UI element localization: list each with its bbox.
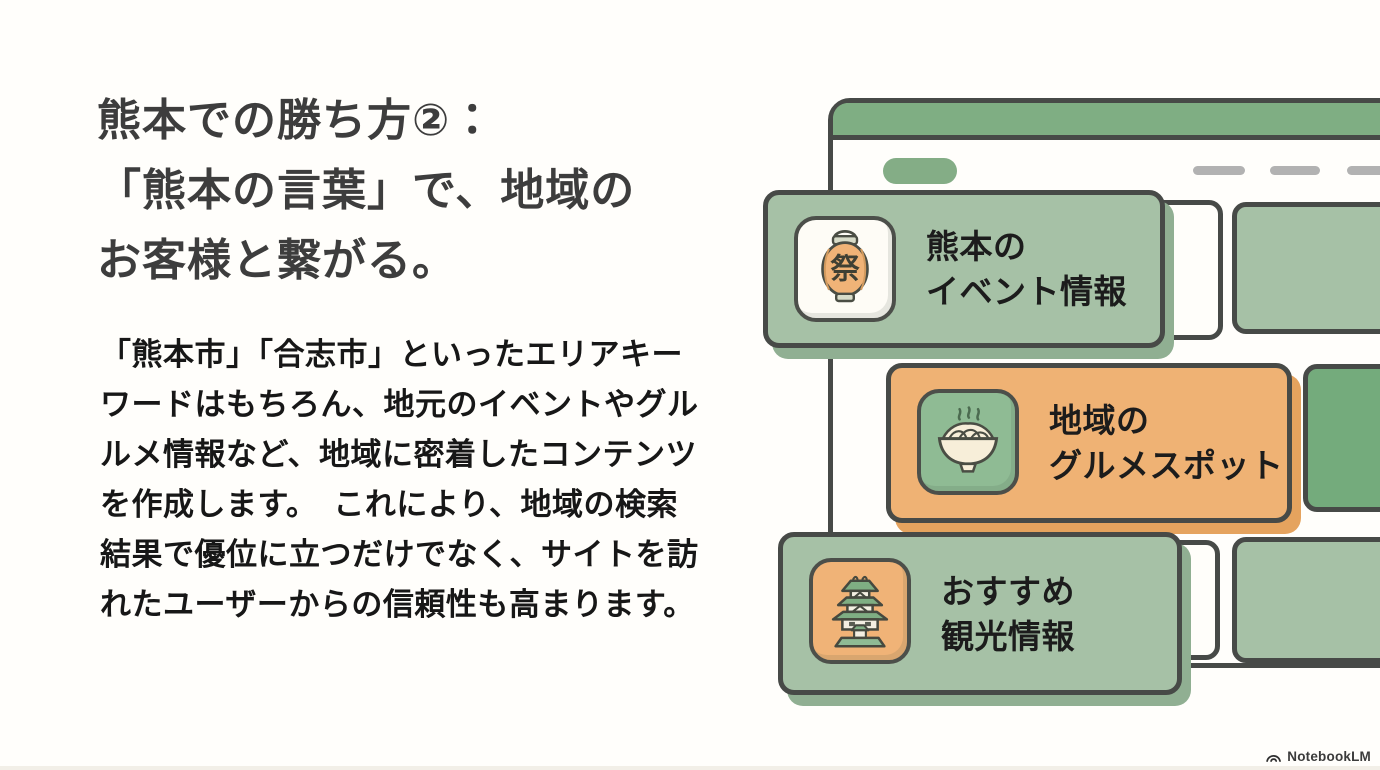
festival-lantern-icon: 祭: [794, 216, 896, 322]
card-label-line: おすすめ: [941, 572, 1075, 610]
body-line: ワードはもちろん、地元のイベントやグル: [100, 387, 699, 422]
bottom-edge-strip: [0, 766, 1380, 770]
card-kumamoto-events: 祭 熊本の イベント情報: [763, 190, 1165, 348]
card-label-line: 観光情報: [941, 617, 1075, 655]
card-label-line: 地域の: [1049, 402, 1150, 439]
title-line: お客様と繋がる。: [97, 236, 457, 285]
card-label: 熊本の イベント情報: [926, 224, 1127, 314]
card-recommended-sightseeing: おすすめ 観光情報: [778, 532, 1182, 695]
nav-dash-placeholder: [1193, 166, 1245, 175]
slide-body-text: 「熊本市」「合志市」といったエリアキー ワードはもちろん、地元のイベントやグル …: [100, 330, 699, 630]
card-label: 地域の グルメスポット: [1049, 398, 1284, 488]
notebooklm-watermark: NotebookLM: [1265, 749, 1371, 764]
logo-placeholder-pill: [883, 158, 957, 184]
title-line: 「熊本の言葉」で、地域の: [97, 166, 636, 215]
content-placeholder-panel: [1232, 202, 1380, 334]
ramen-bowl-icon: [917, 389, 1019, 495]
card-local-gourmet: 地域の グルメスポット: [886, 363, 1292, 523]
slide-title: 熊本での勝ち方②： 「熊本の言葉」で、地域の お客様と繋がる。: [97, 86, 635, 296]
body-line: ルメ情報など、地域に密着したコンテンツ: [100, 437, 697, 472]
title-line: 熊本での勝ち方②：: [97, 96, 496, 145]
card-label-line: イベント情報: [926, 273, 1127, 310]
body-line: れたユーザーからの信頼性も高まります。: [100, 587, 695, 622]
ramen-svg: [937, 406, 999, 473]
nav-dash-placeholder: [1347, 166, 1380, 175]
svg-text:祭: 祭: [830, 253, 861, 286]
notebooklm-logo-icon: [1266, 755, 1282, 762]
browser-header-bar: [833, 103, 1380, 140]
lantern-svg: 祭: [821, 230, 869, 303]
card-label-line: 熊本の: [926, 228, 1027, 265]
body-line: 「熊本市」「合志市」といったエリアキー: [100, 337, 683, 372]
castle-svg: [831, 575, 889, 648]
content-placeholder-panel: [1232, 537, 1380, 663]
content-placeholder-panel: [1303, 364, 1380, 512]
notebooklm-brand-label: NotebookLM: [1287, 749, 1371, 764]
card-label-line: グルメスポット: [1049, 447, 1284, 484]
body-line: を作成します。 これにより、地域の検索: [100, 487, 679, 522]
nav-dash-placeholder: [1270, 166, 1320, 175]
card-label: おすすめ 観光情報: [941, 569, 1075, 659]
castle-icon: [809, 558, 911, 664]
body-line: 結果で優位に立つだけでなく、サイトを訪: [100, 537, 699, 572]
